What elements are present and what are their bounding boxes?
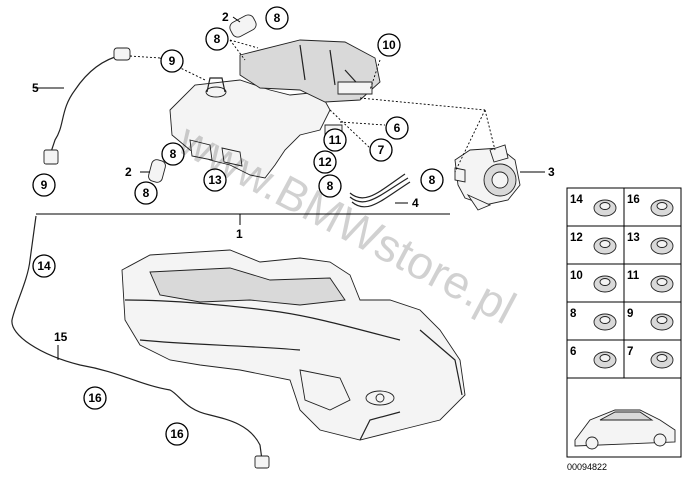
label-3: 3	[548, 165, 555, 179]
callout-8-right: 8	[420, 168, 444, 192]
svg-text:9: 9	[169, 54, 176, 68]
svg-text:8: 8	[143, 186, 150, 200]
hose-2-top	[229, 14, 257, 38]
expansion-tank	[169, 39, 381, 179]
grid-label: 7	[627, 346, 633, 358]
grid-part-glyph-inner	[656, 240, 668, 248]
grid-cell-14: 14	[566, 187, 625, 227]
callout-16-a: 16	[83, 386, 107, 410]
fuel-line-15	[11, 215, 270, 469]
leader-lines	[35, 16, 545, 360]
label-4: 4	[412, 196, 419, 210]
grid-part-glyph-inner	[599, 240, 611, 248]
callout-8-top-b: 8	[205, 27, 229, 51]
svg-text:13: 13	[208, 173, 222, 187]
fuel-tank	[121, 249, 466, 441]
callout-12: 12	[313, 150, 337, 174]
grid-part-glyph-inner	[599, 278, 611, 286]
pump-3	[454, 144, 521, 211]
callout-9-top: 9	[160, 49, 184, 73]
grid-label: 6	[570, 346, 576, 358]
grid-part-glyph-inner	[656, 202, 668, 210]
callout-6: 6	[385, 116, 409, 140]
grid-label: 8	[570, 308, 577, 320]
callout-14: 14	[32, 254, 56, 278]
grid-label: 16	[627, 194, 640, 206]
svg-text:2: 2	[222, 10, 229, 24]
vent-hose-5	[43, 47, 131, 165]
svg-text:10: 10	[382, 38, 396, 52]
grid-part-glyph-inner	[599, 354, 611, 362]
svg-text:16: 16	[88, 391, 102, 405]
grid-cell-12: 12	[566, 225, 625, 265]
svg-text:11: 11	[329, 133, 342, 147]
svg-text:8: 8	[429, 173, 436, 187]
svg-text:8: 8	[170, 147, 177, 161]
grid-label: 11	[627, 270, 640, 282]
small-parts-grid: 14 16 12 13 10 11 8 9 6 7	[566, 187, 682, 379]
grid-cell-9: 9	[623, 301, 682, 341]
grid-part-glyph-inner	[656, 354, 668, 362]
grid-part-glyph-inner	[656, 278, 668, 286]
grid-cell-11: 11	[623, 263, 682, 303]
callout-8-left: 8	[161, 142, 185, 166]
svg-text:8: 8	[327, 179, 334, 193]
svg-text:14: 14	[37, 259, 51, 273]
grid-label: 13	[627, 232, 640, 244]
catalog-number: 00094822	[567, 462, 607, 472]
label-1: 1	[236, 227, 243, 241]
grid-cell-16: 16	[623, 187, 682, 227]
callout-13: 13	[203, 168, 227, 192]
grid-part-glyph-inner	[599, 202, 611, 210]
svg-text:7: 7	[378, 143, 385, 157]
hose-4	[349, 173, 411, 208]
grid-cell-6: 6	[566, 339, 625, 379]
label-2-left: 2	[125, 165, 132, 179]
grid-cell-10: 10	[566, 263, 625, 303]
grid-label: 14	[570, 194, 583, 206]
svg-text:16: 16	[170, 427, 184, 441]
svg-text:12: 12	[318, 155, 332, 169]
callout-7: 7	[369, 138, 393, 162]
callout-11: 11	[323, 128, 347, 152]
hose-2-left	[148, 159, 166, 183]
grid-part-glyph-inner	[656, 316, 668, 324]
callout-2-top-label: 2	[222, 10, 229, 24]
car-thumbnail	[566, 377, 682, 458]
label-5: 5	[32, 81, 39, 95]
grid-cell-7: 7	[623, 339, 682, 379]
label-15: 15	[54, 330, 68, 344]
svg-text:9: 9	[41, 178, 48, 192]
callout-10: 10	[377, 33, 401, 57]
grid-label: 9	[627, 308, 633, 320]
grid-part-glyph-inner	[599, 316, 611, 324]
svg-text:6: 6	[394, 121, 401, 135]
grid-cell-8: 8	[566, 301, 625, 341]
callout-9-left: 9	[32, 173, 56, 197]
callout-8-mid: 8	[318, 174, 342, 198]
svg-text:8: 8	[274, 11, 281, 25]
svg-text:8: 8	[214, 32, 221, 46]
callout-8-left-b: 8	[134, 181, 158, 205]
grid-label: 12	[570, 232, 583, 244]
callout-16-b: 16	[165, 422, 189, 446]
callout-8-top-a: 8	[265, 6, 289, 30]
grid-label: 10	[570, 270, 583, 282]
grid-cell-13: 13	[623, 225, 682, 265]
